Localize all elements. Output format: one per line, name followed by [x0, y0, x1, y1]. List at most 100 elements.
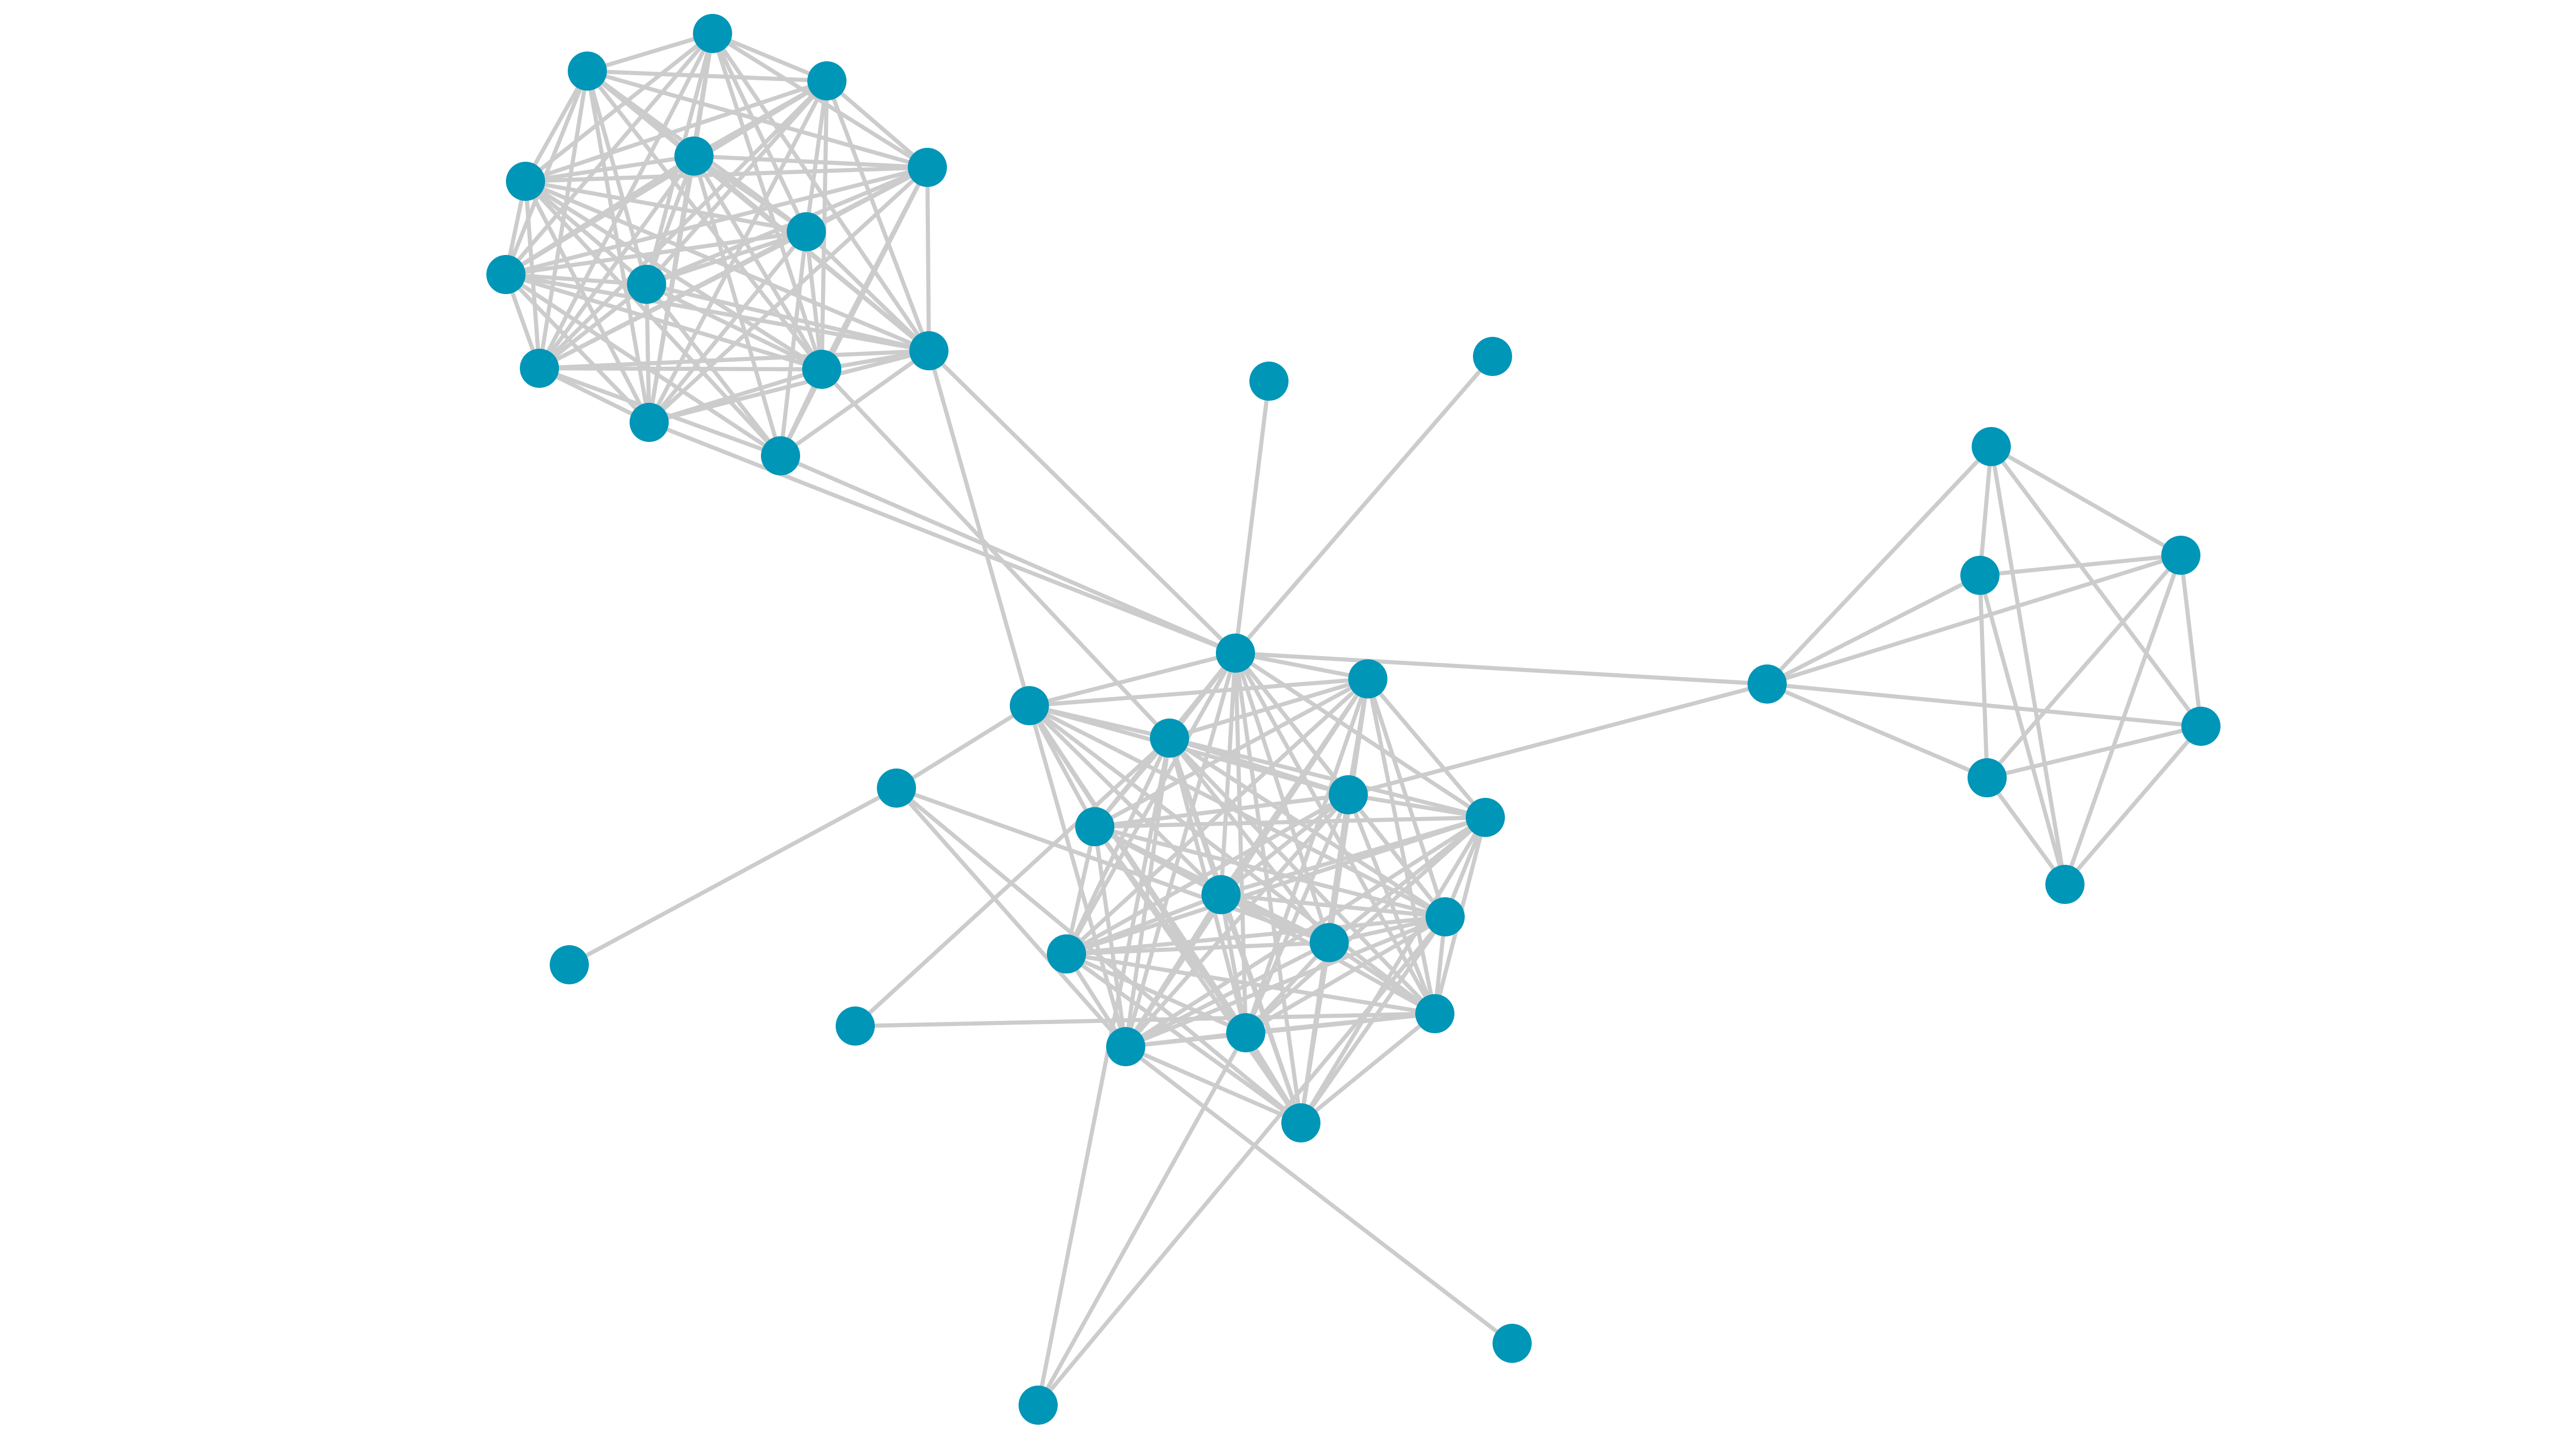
graph-edge [1169, 736, 1486, 820]
graph-edge [927, 349, 1237, 655]
graph-edge [804, 80, 829, 232]
graph-edge [1987, 724, 2201, 780]
graph-edge [586, 31, 714, 73]
graph-edge [1348, 793, 1486, 820]
graph-node [630, 403, 669, 442]
graph-edge [1094, 793, 1349, 829]
graph-edge [1029, 651, 1236, 708]
graph-edge [1036, 915, 1447, 1407]
graph-edge [692, 154, 808, 234]
graph-node [1329, 775, 1368, 814]
graph-node [550, 945, 589, 984]
graph-node [486, 255, 526, 294]
graph-node [2161, 536, 2200, 575]
graph-edge [539, 366, 822, 371]
graph-node [1019, 1386, 1058, 1425]
graph-edge [645, 155, 696, 285]
graph-node [2181, 707, 2221, 746]
graph-edge [1978, 575, 1989, 778]
graph-node [1473, 337, 1512, 376]
graph-node [1047, 934, 1086, 974]
graph-node [761, 436, 800, 475]
graph-edge [1233, 381, 1271, 654]
graph-edge [895, 786, 1330, 945]
graph-edge [1168, 677, 1369, 740]
graph-edge [1990, 445, 2182, 557]
graph-edge [1065, 815, 1486, 956]
graph-edge [1328, 941, 1436, 1016]
graph-edge [779, 349, 930, 458]
graph-edge [1094, 825, 1446, 919]
graph-node [568, 52, 607, 91]
graph-edge [1219, 894, 1248, 1033]
graph-edge [1233, 355, 1495, 655]
graph-edge [1124, 793, 1350, 1048]
graph-edge [2179, 555, 2203, 727]
graph-edge [1766, 573, 1981, 686]
graph-edge [1985, 776, 2067, 886]
graph-edge [1124, 1045, 1514, 1345]
graph-edge [1065, 893, 1222, 956]
graph-node [1075, 807, 1114, 846]
graph-node [1426, 897, 1465, 936]
graph-edge [1036, 1032, 1248, 1406]
graph-edge [1978, 446, 1993, 576]
graph-node [1216, 634, 1255, 673]
graph-edge [1766, 553, 2182, 686]
graph-edge [1245, 1012, 1435, 1035]
graph-edge [804, 231, 824, 370]
graph-edge [538, 230, 807, 370]
graph-node [909, 331, 948, 370]
graph-edge [1064, 652, 1238, 955]
graph-edge [505, 272, 823, 371]
graph-edge [505, 165, 928, 277]
graph-edge [1299, 816, 1487, 1124]
graph-edge [524, 180, 782, 457]
graph-edge [524, 179, 648, 286]
graph-edge [1244, 915, 1447, 1035]
graph-edge [692, 154, 930, 353]
graph-edge [895, 704, 1031, 790]
graph-edge [2063, 725, 2203, 886]
graph-edge [693, 154, 928, 169]
graph-edge [895, 786, 1302, 1125]
graph-edge [1233, 652, 1331, 944]
graph-edge [1299, 1012, 1436, 1125]
graph-edge [504, 272, 782, 458]
graph-node [1281, 1103, 1320, 1142]
graph-edge [525, 154, 694, 183]
graph-edge [645, 284, 651, 423]
graph-node [1466, 798, 1505, 837]
graph-node [2045, 865, 2084, 904]
graph-node [1226, 1013, 1265, 1052]
graph-edge [927, 350, 1031, 707]
graph-node [787, 212, 826, 251]
graph-edge [825, 80, 931, 352]
graph-node [836, 1006, 875, 1046]
graph-node [1106, 1027, 1145, 1066]
nodes-layer [486, 14, 2221, 1425]
graph-node [627, 265, 666, 304]
graph-edge [1065, 677, 1369, 955]
graph-edge [523, 70, 589, 182]
graph-node [1201, 875, 1241, 914]
graph-edge [1221, 893, 1446, 919]
graph-node [693, 14, 732, 53]
graph-node [1010, 686, 1049, 725]
graph-node [1348, 659, 1387, 698]
graph-edge [1329, 915, 1446, 945]
graph-edge [692, 155, 783, 457]
graph-node [1249, 362, 1289, 401]
graph-edge [505, 272, 929, 353]
graph-edge [648, 420, 1236, 655]
graph-edge [504, 154, 696, 277]
graph-edge [587, 69, 827, 83]
graph-edge [710, 32, 931, 352]
graph-edge [1125, 1045, 1302, 1125]
graph-edge [646, 282, 929, 353]
graph-edge [539, 349, 929, 370]
graph-edge [524, 79, 828, 183]
graph-edge [525, 179, 807, 234]
graph-edge [648, 166, 929, 424]
